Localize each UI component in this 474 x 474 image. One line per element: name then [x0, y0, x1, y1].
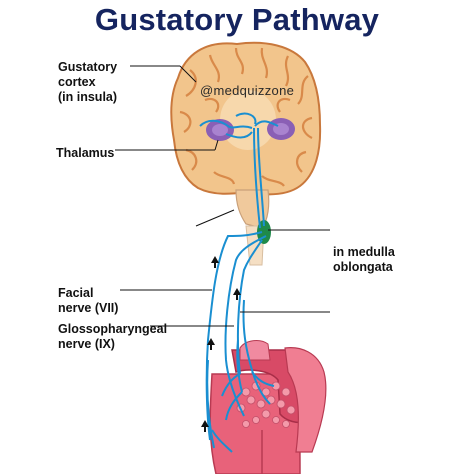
- brain-gyri: [179, 47, 313, 187]
- direction-arrows: [201, 256, 241, 432]
- glosso-label-line1: Glossopharyngeal: [58, 322, 168, 336]
- papillae: [236, 381, 296, 428]
- thalamus-label: Thalamus: [56, 146, 115, 160]
- cortex-label-line3: (in insula): [58, 90, 118, 104]
- cortex-label-line2: cortex: [58, 75, 96, 89]
- gustatory-cortex-label: Gustatory cortex (in insula): [58, 60, 117, 105]
- brain-coronal-section: [170, 41, 322, 266]
- facial-nerve-label: Facial nerve (VII): [58, 286, 118, 316]
- watermark-text: @medquizzone: [200, 83, 295, 98]
- medulla-label: in medulla oblongata: [333, 245, 395, 275]
- medulla-label-line2: oblongata: [333, 260, 393, 274]
- page-title: Gustatory Pathway: [94, 2, 380, 37]
- glosso-label-line2: nerve (IX): [58, 337, 115, 351]
- medulla-pointer-line: [195, 209, 235, 227]
- cortex-label-line1: Gustatory: [58, 60, 118, 74]
- leader-lines: [115, 65, 330, 327]
- nerve-pathways: [199, 112, 279, 453]
- glossopharyngeal-nerve-label: Glossopharyngeal nerve (IX): [58, 322, 167, 352]
- tongue-illustration: [209, 340, 327, 474]
- facial-label-line2: nerve (VII): [58, 301, 119, 315]
- facial-label-line1: Facial: [58, 286, 94, 300]
- medulla-label-line1: in medulla: [333, 245, 395, 259]
